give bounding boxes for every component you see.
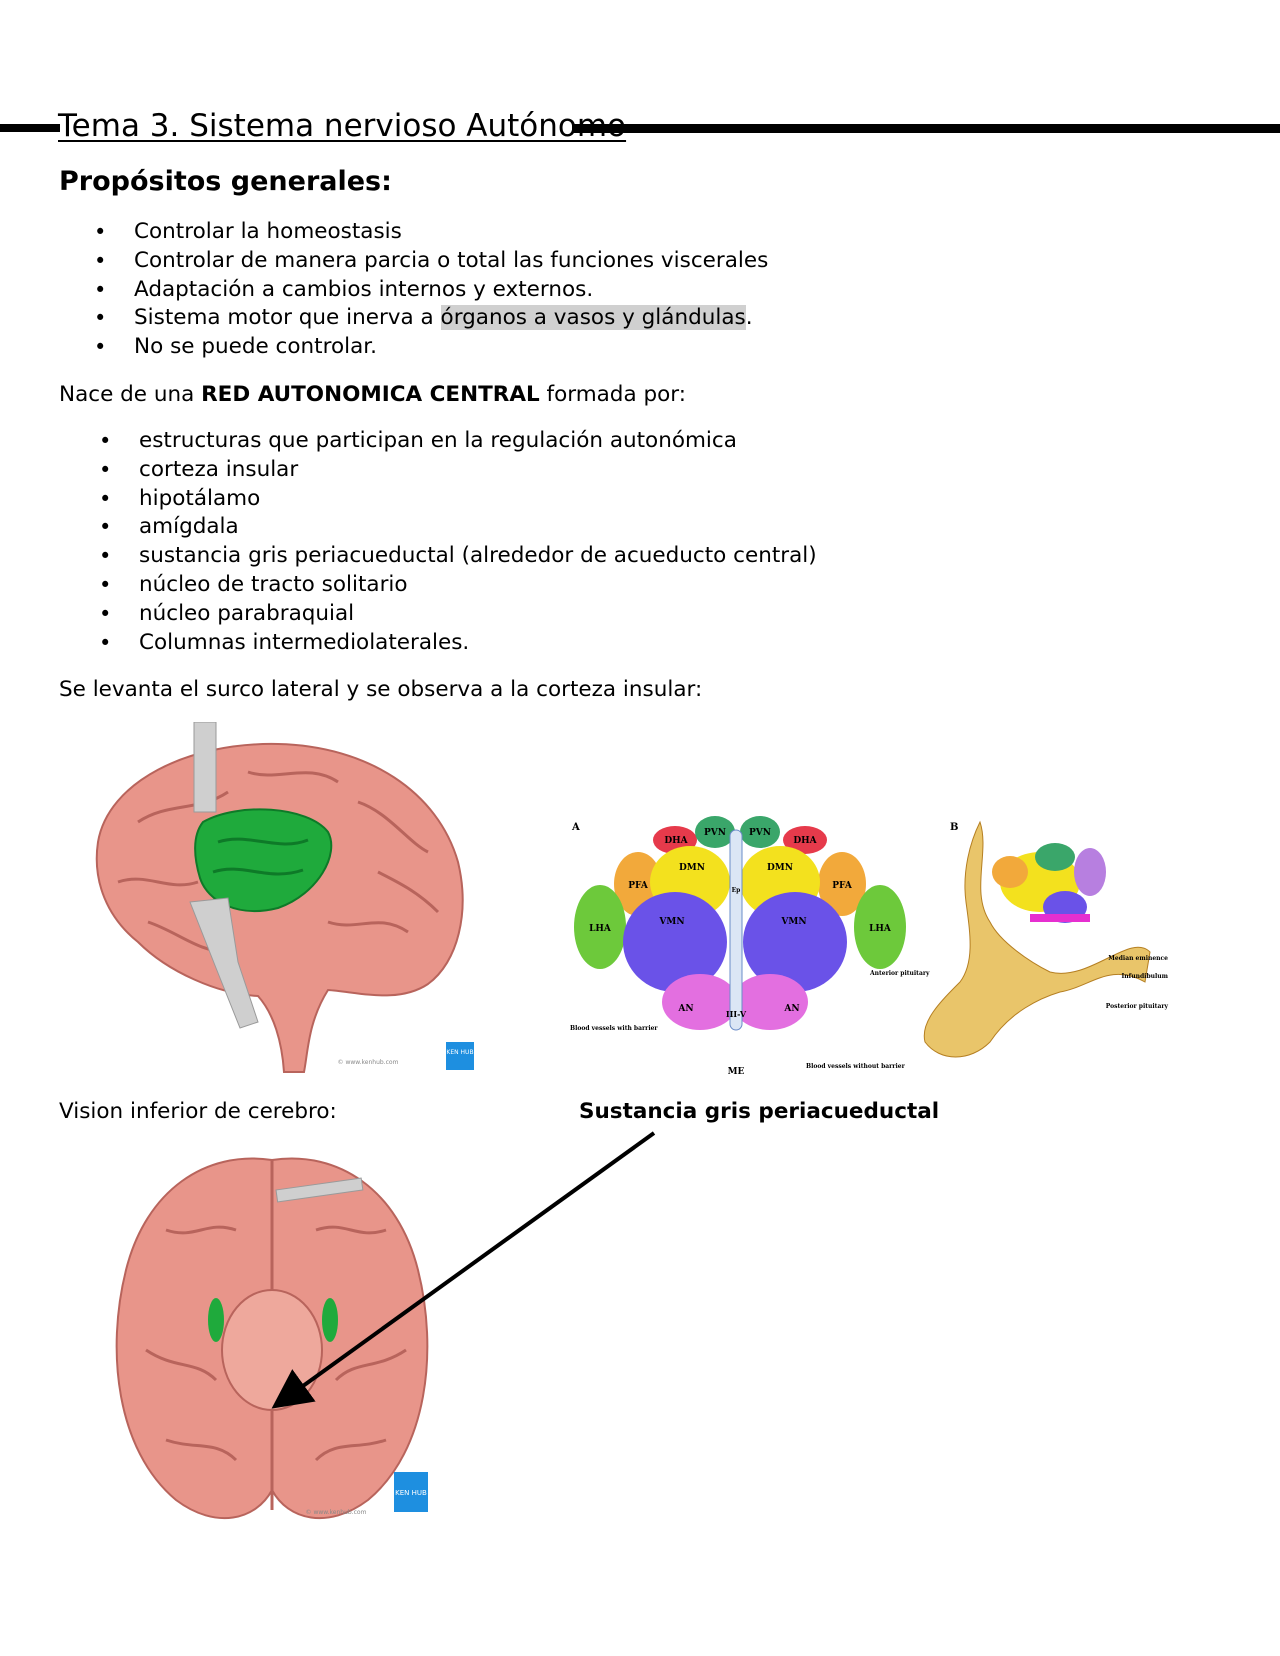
insula-region xyxy=(194,808,333,912)
label-third-ventricle: III-V xyxy=(726,1009,747,1019)
list-item: •sustancia gris periacueductal (alrededo… xyxy=(0,542,817,571)
annotation-vessels-barrier: Blood vessels with barrier xyxy=(570,1025,658,1032)
bullet-icon: • xyxy=(99,544,112,569)
panel-b-median-eminence xyxy=(1030,914,1090,922)
inferior-caption: Vision inferior de cerebro: xyxy=(59,1099,337,1124)
nucleus-an-left xyxy=(662,974,738,1030)
list-item: •Controlar la homeostasis xyxy=(0,218,768,247)
nucleus-pvn-left xyxy=(695,816,735,848)
amygdala-right-region xyxy=(322,1298,338,1342)
label-dmn-right: DMN xyxy=(767,863,793,873)
panel-b-pfa xyxy=(992,856,1028,888)
panel-a-label: A xyxy=(571,822,580,833)
kenhub-logo-text: KEN HUB xyxy=(446,1049,473,1056)
label-an-left: AN xyxy=(677,1004,693,1014)
bullet-icon: • xyxy=(99,572,112,597)
bullet-icon: • xyxy=(99,486,112,511)
kenhub-watermark: © www.kenhub.com xyxy=(338,1059,399,1066)
lateral-brain-figure: KEN HUB © www.kenhub.com xyxy=(78,722,478,1078)
label-vmn-right: VMN xyxy=(780,917,806,927)
list-item: •amígdala xyxy=(0,513,817,542)
list-item: •No se puede controlar. xyxy=(0,333,768,362)
pituitary-sagittal xyxy=(923,820,1151,1058)
inferior-gyri xyxy=(145,1225,407,1462)
label-dha-right: DHA xyxy=(793,836,817,846)
bullet-icon: • xyxy=(94,306,107,331)
bullet-icon: • xyxy=(99,630,112,655)
annotation-infundibulum: Infundibulum xyxy=(1122,973,1169,980)
label-pvn-left: PVN xyxy=(704,828,726,838)
page-title: Tema 3. Sistema nervioso Autónomo xyxy=(58,108,627,144)
list-item: •corteza insular xyxy=(0,456,817,485)
network-intro: Nace de una RED AUTONOMICA CENTRAL forma… xyxy=(59,382,686,407)
label-vmn-left: VMN xyxy=(658,917,684,927)
kenhub-logo-icon xyxy=(446,1042,474,1070)
panel-b-dha xyxy=(1074,848,1106,896)
insula-gyri xyxy=(212,837,309,876)
retractor-bottom xyxy=(189,897,259,1029)
list-item: •Controlar de manera parcia o total las … xyxy=(0,247,768,276)
label-ep: Ep xyxy=(732,887,741,894)
label-lha-left: LHA xyxy=(589,924,612,934)
retractor-inferior xyxy=(275,1177,364,1203)
label-pvn-right: PVN xyxy=(749,828,771,838)
bullet-icon: • xyxy=(99,429,112,453)
nucleus-pfa-right xyxy=(818,852,866,916)
nucleus-lha-left xyxy=(574,885,626,969)
label-pfa-right: PFA xyxy=(832,881,853,891)
nucleus-vmn-left xyxy=(623,892,727,992)
insular-caption: Se levanta el surco lateral y se observa… xyxy=(59,677,703,702)
retractor-top xyxy=(193,722,217,813)
list-item: •Sistema motor que inerva a órganos a va… xyxy=(0,304,768,333)
nucleus-lha-right xyxy=(854,885,906,969)
highlighted-text: órganos a vasos y glándulas xyxy=(440,305,746,331)
label-dmn-left: DMN xyxy=(679,863,705,873)
list-item: •núcleo de tracto solitario xyxy=(0,571,817,600)
bullet-icon: • xyxy=(94,277,107,302)
label-an-right: AN xyxy=(783,1004,799,1014)
nucleus-pvn-right xyxy=(740,816,780,848)
panel-b-pvn xyxy=(1035,843,1075,871)
arrow-line xyxy=(271,1131,656,1409)
title-rule-left xyxy=(0,124,60,132)
nucleus-an-right xyxy=(732,974,808,1030)
nucleus-vmn-right xyxy=(743,892,847,992)
label-pfa-left: PFA xyxy=(628,881,649,891)
purposes-list: •Controlar la homeostasis •Controlar de … xyxy=(0,218,768,362)
list-item: •Columnas intermediolaterales. xyxy=(0,629,817,658)
bullet-icon: • xyxy=(99,457,112,482)
network-list: •estructuras que participan en la regula… xyxy=(0,427,817,657)
annotation-posterior-pituitary: Posterior pituitary xyxy=(1106,1003,1169,1010)
label-me: ME xyxy=(728,1067,745,1077)
nucleus-dha-right xyxy=(783,826,827,854)
label-lha-right: LHA xyxy=(869,924,892,934)
annotation-vessels-no-barrier: Blood vessels without barrier xyxy=(806,1063,906,1070)
kenhub-watermark: © www.kenhub.com xyxy=(306,1509,367,1516)
list-item: •hipotálamo xyxy=(0,485,817,514)
third-ventricle xyxy=(729,829,743,1031)
list-item: •estructuras que participan en la regula… xyxy=(0,427,817,456)
amygdala-left-region xyxy=(208,1298,224,1342)
bullet-icon: • xyxy=(94,220,107,244)
panel-b-label: B xyxy=(950,822,958,833)
list-item: •Adaptación a cambios internos y externo… xyxy=(0,276,768,305)
kenhub-logo-text: KEN HUB xyxy=(395,1489,427,1497)
bullet-icon: • xyxy=(94,248,107,273)
bullet-icon: • xyxy=(94,335,107,360)
annotation-median-eminence: Median eminence xyxy=(1108,955,1168,962)
hypothalamus-figure: A B DHA PVN PVN DHA PFA DMN DMN PFA LHA … xyxy=(570,812,1170,1080)
label-dha-left: DHA xyxy=(664,836,688,846)
inferior-brain-figure: KEN HUB © www.kenhub.com xyxy=(86,1150,458,1530)
gyri-lines xyxy=(117,770,440,954)
annotation-anterior-pituitary: Anterior pituitary xyxy=(869,970,930,977)
kenhub-logo-icon xyxy=(394,1472,428,1512)
bullet-icon: • xyxy=(99,601,112,626)
title-rule-right xyxy=(572,124,1280,133)
pag-label: Sustancia gris periacueductal xyxy=(579,1099,940,1124)
section-heading: Propósitos generales: xyxy=(59,166,392,197)
list-item: •núcleo parabraquial xyxy=(0,600,817,629)
bullet-icon: • xyxy=(99,515,112,540)
